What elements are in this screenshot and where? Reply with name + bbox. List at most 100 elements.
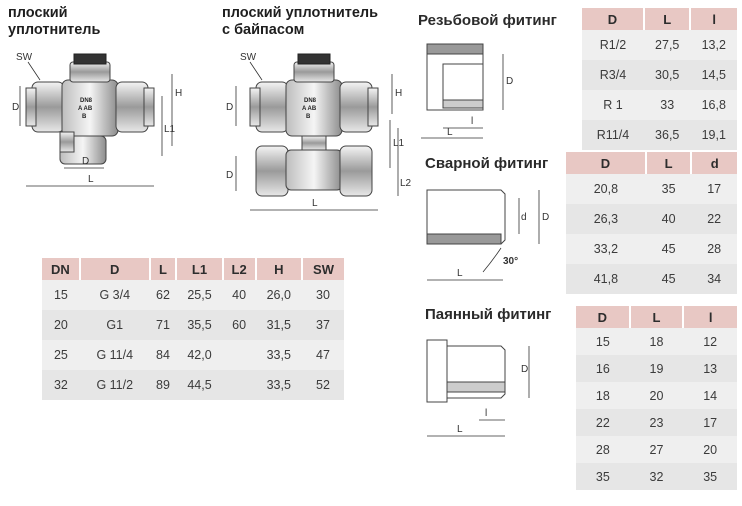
sw-label: SW: [16, 52, 33, 63]
table-cell: 33: [643, 90, 691, 120]
table-cell: 12: [683, 328, 737, 355]
brand-text-2-3: B: [306, 114, 311, 120]
table-cell: G 11/4: [79, 340, 150, 370]
table-cell: 20: [42, 310, 80, 340]
table-cell: 16,8: [690, 90, 737, 120]
table-cell: 23: [629, 409, 684, 436]
table-cell: 41,8: [566, 264, 646, 294]
soldered-fitting-drawing: D l L: [426, 339, 530, 437]
table-cell: [222, 370, 256, 400]
table-cell: G 3/4: [79, 280, 150, 310]
brand-text-2: A AB: [78, 106, 93, 112]
table-cell: 52: [302, 370, 344, 400]
column-header: L1: [176, 258, 224, 280]
table-cell: 18: [629, 328, 684, 355]
table-cell: 20: [629, 382, 684, 409]
soldered-l-label: L: [457, 424, 463, 435]
table-cell: 17: [691, 174, 737, 204]
table-cell: 32: [629, 463, 684, 490]
table-cell: 32: [42, 370, 80, 400]
table-cell: 40: [645, 204, 692, 234]
table-cell: 35: [645, 174, 692, 204]
column-header: L2: [222, 258, 257, 280]
table-cell: 27: [629, 436, 684, 463]
table-cell: 13: [683, 355, 737, 382]
soldered-l-small-label: l: [485, 408, 487, 419]
brand-text-2-2: A AB: [302, 106, 317, 112]
sw-label-2: SW: [240, 52, 257, 63]
column-header: l: [690, 8, 737, 30]
table-cell: R3/4: [582, 60, 644, 90]
valve1-caption-line2: уплотнитель: [8, 22, 101, 38]
table-cell: 44,5: [176, 370, 223, 400]
l1-dim-label-2: L1: [393, 138, 405, 149]
table-cell: G 11/2: [79, 370, 150, 400]
table-cell: 31,5: [255, 310, 303, 340]
column-header: L: [149, 258, 178, 280]
table-cell: 42,0: [176, 340, 223, 370]
table-cell: 22: [576, 409, 630, 436]
column-header: D: [582, 8, 645, 30]
column-header: l: [683, 306, 737, 328]
soldered-fitting-title: Паянный фитинг: [425, 306, 552, 323]
l1-dim-label: L1: [164, 124, 176, 135]
table-cell: 25: [42, 340, 80, 370]
l-dim-label-2: L: [312, 198, 318, 209]
column-header: D: [566, 152, 647, 174]
table-cell: 28: [691, 234, 737, 264]
table-cell: 45: [645, 234, 692, 264]
table-cell: 22: [691, 204, 737, 234]
table-cell: 33,5: [255, 370, 303, 400]
threaded-fitting-drawing: D l L: [421, 43, 513, 139]
table-cell: 27,5: [643, 30, 691, 60]
l2-dim-label: L2: [400, 178, 412, 189]
d-dim-label-3: D: [226, 170, 233, 181]
table-cell: R 1: [582, 90, 644, 120]
table-cell: 34: [691, 264, 737, 294]
table-cell: 13,2: [690, 30, 737, 60]
table-cell: 15: [42, 280, 80, 310]
table-cell: 26,3: [566, 204, 646, 234]
table-cell: 15: [576, 328, 630, 355]
table-cell: 20,8: [566, 174, 646, 204]
table-cell: 62: [149, 280, 177, 310]
column-header: L: [629, 306, 685, 328]
table-cell: 71: [149, 310, 177, 340]
valve2-caption-line1: плоский уплотнитель: [222, 5, 379, 21]
column-header: SW: [302, 258, 344, 280]
welded-d-label: D: [542, 212, 549, 223]
table-cell: 18: [576, 382, 630, 409]
brand-text-3: B: [82, 114, 87, 120]
brand-text-1: DN8: [80, 98, 93, 104]
table-cell: 26,0: [255, 280, 303, 310]
valve-bypass-drawing: SW D DN8 A AB B D H L1 L2 L: [226, 52, 412, 211]
table-cell: 40: [222, 280, 256, 310]
table-cell: 35: [576, 463, 630, 490]
table-cell: 37: [302, 310, 344, 340]
table-cell: 33,2: [566, 234, 646, 264]
welded-fitting-drawing: d D 30° L: [426, 189, 549, 281]
table-cell: 14,5: [690, 60, 737, 90]
welded-d-small-label: d: [521, 212, 527, 223]
table-cell: 19: [629, 355, 684, 382]
column-header: D: [79, 258, 151, 280]
table-cell: 45: [645, 264, 692, 294]
welded-l-label: L: [457, 268, 463, 279]
d-dim-label-2: D: [226, 102, 233, 113]
h-dim-label-2: H: [395, 88, 402, 99]
